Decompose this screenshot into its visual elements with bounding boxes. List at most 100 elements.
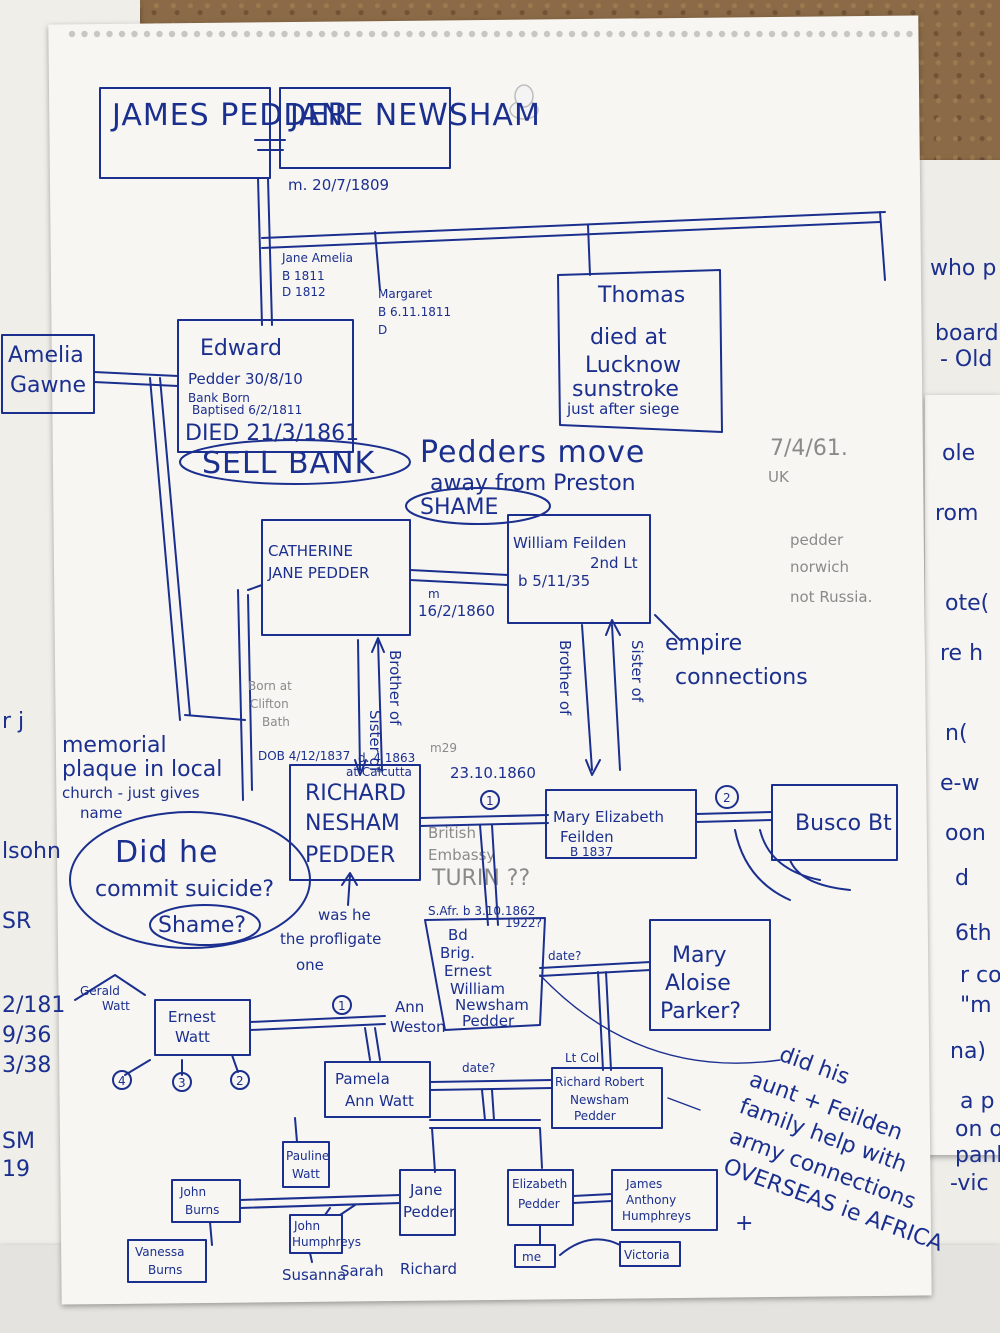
svg-text:Pedder: Pedder (574, 1109, 616, 1123)
person-mary-aloise: Mary Aloise Parker? (649, 919, 771, 1031)
svg-text:PEDDER: PEDDER (305, 843, 395, 868)
svg-text:Watt: Watt (292, 1167, 320, 1181)
spiral-hole (643, 30, 651, 38)
svg-text:Parker?: Parker? (660, 999, 741, 1024)
date-question-2: date? (462, 1061, 495, 1075)
spiral-hole (381, 30, 388, 38)
svg-text:1922?: 1922? (505, 916, 542, 930)
grandchild-richard: Richard (400, 1260, 457, 1278)
spiral-hole (356, 30, 363, 38)
svg-text:Born at: Born at (248, 679, 292, 693)
marriage-label: m29 (430, 741, 457, 755)
svg-text:Bank Born: Bank Born (188, 391, 250, 405)
svg-text:4: 4 (118, 1074, 126, 1088)
spiral-hole (518, 30, 526, 38)
right-note: e-w (940, 771, 979, 796)
person-mary-elizabeth: Mary Elizabeth Feilden B 1837 (545, 789, 697, 859)
person-victoria: Victoria (619, 1241, 681, 1267)
spiral-hole (868, 30, 876, 38)
svg-text:Bd: Bd (448, 926, 468, 944)
left-note: r j (2, 709, 24, 734)
push-pin (509, 84, 539, 120)
svg-text:William Feilden: William Feilden (513, 534, 626, 552)
person-john-humphreys: John Humphreys (289, 1214, 361, 1254)
svg-text:John: John (293, 1219, 320, 1233)
spiral-hole (681, 30, 688, 38)
left-note: SM (2, 1129, 35, 1154)
svg-text:British: British (428, 824, 476, 842)
right-note: a p (960, 1089, 994, 1114)
spiral-hole (406, 30, 413, 38)
right-note: n( (945, 721, 968, 746)
svg-text:James: James (625, 1177, 662, 1191)
svg-text:Ann Watt: Ann Watt (345, 1092, 414, 1110)
spiral-hole (481, 30, 488, 38)
person-james-anthony: James Anthony Humphreys (611, 1169, 718, 1231)
spiral-hole (431, 30, 438, 38)
person-pauline: Pauline Watt (282, 1141, 330, 1188)
spiral-hole (331, 30, 338, 38)
svg-text:Victoria: Victoria (624, 1248, 670, 1262)
svg-text:CATHERINE: CATHERINE (268, 542, 353, 560)
spiral-hole (118, 30, 126, 38)
right-note: na) (950, 1039, 986, 1064)
svg-text:Elizabeth: Elizabeth (512, 1177, 567, 1191)
svg-text:away from Preston: away from Preston (430, 471, 636, 496)
left-sheet-notes: r j lsohn SR 2/181 9/36 3/38 SM 19 (2, 709, 65, 1182)
lt-col-label: Lt Col (565, 1051, 599, 1065)
svg-text:3: 3 (178, 1076, 186, 1090)
spiral-hole (281, 30, 288, 38)
right-note: ole (942, 441, 975, 466)
svg-text:Burns: Burns (148, 1263, 182, 1277)
right-note: - Old (940, 347, 992, 372)
spiral-hole (443, 30, 451, 38)
person-busco: Busco Bt (771, 784, 898, 861)
svg-text:norwich: norwich (790, 558, 849, 576)
svg-text:Mary: Mary (672, 943, 727, 968)
person-thomas: Thomas died at Lucknow sunstroke just af… (557, 269, 723, 433)
spiral-hole (81, 30, 88, 38)
right-note: ote( (945, 591, 989, 616)
marriage-number-2: 2 (723, 791, 731, 805)
right-note: -vic (950, 1171, 989, 1196)
person-richard-robert: Richard Robert Newsham Pedder (551, 1067, 663, 1129)
spiral-hole (306, 30, 313, 38)
spiral-hole (106, 30, 113, 38)
svg-text:+: + (735, 1211, 753, 1236)
svg-text:Clifton: Clifton (250, 697, 289, 711)
did-he-note: Did he commit suicide? Shame? (69, 811, 311, 949)
svg-text:Ernest: Ernest (168, 1008, 216, 1026)
svg-text:Humphreys: Humphreys (292, 1235, 361, 1249)
did-his-aunt-note: did his aunt + Feilden family help with … (720, 1042, 946, 1257)
svg-text:TURIN ??: TURIN ?? (431, 866, 530, 891)
svg-text:NESHAM: NESHAM (305, 811, 400, 836)
spiral-hole (606, 30, 613, 38)
name-james: JAMES PEDDER (110, 98, 349, 133)
left-note: 9/36 (2, 1023, 51, 1048)
spiral-hole (218, 30, 226, 38)
marriage-number-1: 1 (338, 999, 346, 1013)
person-elizabeth-pedder: Elizabeth Pedder (507, 1169, 574, 1226)
svg-text:Gawne: Gawne (10, 373, 86, 398)
spiral-hole (93, 30, 101, 38)
spiral-hole (618, 30, 626, 38)
jane-amelia-death: D 1812 (282, 285, 326, 299)
svg-text:Gerald: Gerald (80, 984, 120, 998)
right-note: "m (960, 993, 992, 1018)
spiral-hole (856, 30, 863, 38)
right-note: on o (955, 1117, 1000, 1142)
brother-of-label: Brother of (386, 650, 404, 726)
name-weston: Weston (390, 1018, 446, 1036)
svg-text:Jane: Jane (409, 1181, 442, 1199)
svg-text:RICHARD: RICHARD (305, 781, 406, 806)
empire-note: empire (665, 631, 742, 656)
svg-text:Ernest: Ernest (444, 962, 492, 980)
sister-of-label: Sister of (366, 710, 384, 773)
spiral-hole (231, 30, 238, 38)
svg-text:d. 4 1863: d. 4 1863 (358, 751, 415, 765)
svg-text:Pedder 30/8/10: Pedder 30/8/10 (188, 370, 303, 388)
name-ann: Ann (395, 998, 424, 1016)
svg-text:DOB 4/12/1837: DOB 4/12/1837 (258, 749, 350, 763)
